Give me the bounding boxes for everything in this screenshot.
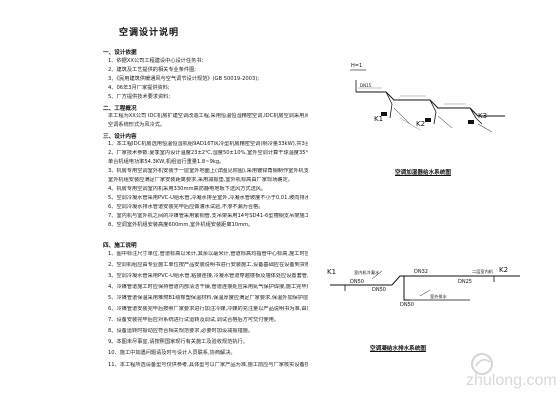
text-line: 3、《民用建筑供暖通风与空气调节设计规范》(GB 50019-2003);	[108, 76, 260, 82]
text-line: 9、本图未尽事宜,请按照国家现行有关施工及验收规范执行。	[108, 339, 248, 345]
valve-icon	[468, 120, 474, 124]
pipe-size-label: DN50	[350, 279, 364, 285]
text-line: 4、06年3月厂家提供资料;	[108, 85, 170, 91]
section-heading: 一、设计依据	[103, 50, 137, 56]
diagram-text-label: 室外排水	[430, 294, 447, 299]
valve-label-k2: K2	[499, 266, 509, 274]
valve-label-k1: K1	[374, 115, 384, 123]
diagram-caption-bottom: 空调凝结水排水系统图	[370, 346, 426, 352]
main-supply-pipe	[356, 91, 505, 117]
section-heading: 三、设计内容	[103, 134, 137, 140]
text-line: 3、机房专用空调室外机安装于一层室外地面上(详图见附图),采用镀锌角钢制作室外机…	[108, 168, 308, 174]
section-heading: 二、工程概况	[103, 106, 137, 112]
text-line: 10、施工中如遇问题请及时与设计人员联系,协商解决。	[108, 350, 236, 356]
text-line: 2、建筑及工艺提供的相关专业条件图;	[108, 67, 197, 73]
branch-pipe	[429, 99, 437, 113]
section-heading: 四、施工说明	[103, 243, 137, 249]
text-line: 6、空调冷凝水排水管道安装完毕后应做灌水试验,不渗不漏为合格。	[108, 204, 264, 210]
label-stub	[399, 117, 421, 131]
text-line: 1、本工程IDC机房选用恒温恒湿机组9AD16T风冷型机房精密空调(制冷量33k…	[108, 141, 308, 147]
pipe-size-label: DN50	[400, 302, 414, 308]
pipe-size-label: DN32	[414, 269, 428, 275]
text-line: 7、设备安装完毕后应对系统进行试运转及调试,调试合格后方可交付使用。	[108, 317, 279, 323]
pipe-size-label: DN15	[360, 83, 372, 88]
text-line: 1、图中标注尺寸单位,管道标高以米计,其余以毫米计,管道标高均指管中心标高,施工…	[108, 251, 308, 257]
pipe-size-label: DN50	[372, 287, 386, 293]
leader-line	[419, 289, 431, 297]
valve-label-k3: K3	[478, 112, 488, 120]
branch-pipe	[389, 103, 393, 119]
text-line: 空调系统形式为风冷式。	[108, 122, 166, 128]
branch-pipe	[433, 111, 437, 125]
document-title: 空调设计说明	[119, 28, 180, 38]
valve-label-k1: K1	[327, 268, 337, 276]
diagram-caption-top: 空调加湿器给水系统图	[395, 170, 451, 176]
leader-line	[371, 270, 383, 280]
text-line: 8、空调室外机组安装高度600mm,室外机组安装距离10mm。	[108, 222, 254, 228]
text-line: 1、依据XX公司工程建设中心设计任务书;	[108, 58, 204, 64]
branch-pipe	[475, 117, 483, 125]
text-line: 4、冷媒管道施工时应保持管道内部清洁干燥,管道连接处应采用氮气保护焊接,施工完毕…	[108, 284, 308, 290]
text-line: 本工程为XX公司 IDC机房扩建空调改造工程,采用恒温恒湿精密空调,IDC机房空…	[108, 113, 308, 119]
text-line: 2、厂家技术参数:夏季室内设计温度23±2℃,湿度50±10%,室外空调计算干球…	[108, 150, 308, 156]
diagram-text-label: 二层室内机	[472, 269, 493, 274]
leader-line	[477, 123, 493, 133]
text-line: 11、本工程所选设备型号仅供参考,具体型号以厂家产品为准,施工前应与厂家核实设备…	[108, 362, 308, 368]
valve-label-k2: K2	[416, 120, 426, 128]
valve-icon	[381, 112, 387, 116]
text-line: 8、设备运转时振动应符合相关规范要求,必要时加设减振措施。	[108, 328, 254, 334]
text-line: 3、空调冷凝水管采用PVC-U给水管,粘接连接,冷凝水管道穿越楼板及墙体处应设置…	[108, 273, 308, 279]
text-line: 5、厂方提供技术要求资料;	[108, 94, 171, 100]
text-line: 6、冷媒管道安装完毕后按照厂家要求进行加注冷媒,冷媒的充注量以产品说明书为准,由…	[108, 306, 308, 312]
branch-pipe	[469, 107, 477, 119]
diagram-tag: H=1	[351, 63, 363, 69]
watermark-text: zhulong.com	[466, 372, 557, 389]
text-line: 5、冷媒管道保温采用难燃B1级橡塑保温材料,保温厚度应满足厂家要求,保温外加保护…	[108, 295, 308, 301]
text-line: 单台机组电功率54.3KW,机组运行重量1.8~9kg。	[108, 159, 225, 165]
valve-icon	[425, 118, 431, 122]
branch-pipe	[385, 91, 393, 105]
text-line: 4、机房专用空调室内机采用330mm高防静电地板下送风方式送风。	[108, 186, 267, 192]
text-line: 室外机组安装应满足厂家安装距离要求,采用减振垫,室外机标高由厂家现场确定。	[108, 177, 293, 183]
text-line: 7、室内机与室外机之间的冷媒管采用紫铜管,支吊架采用14号SD41-6型槽钢支吊…	[108, 213, 308, 219]
text-line: 5、空调冷凝水管采用PVC-U给水管,冷凝水排至室外,冷凝水管坡度不小于0.01…	[108, 195, 308, 201]
pipe-size-label: DN25	[458, 279, 472, 285]
leader-line	[393, 107, 411, 125]
diagram-text-label: 室内机冷凝水	[354, 270, 380, 275]
leader-line	[437, 115, 453, 129]
text-line: 2、空调机组应由专业施工单位按产品安装说明书进行安装施工,设备基础应在设备到货核…	[108, 262, 308, 268]
